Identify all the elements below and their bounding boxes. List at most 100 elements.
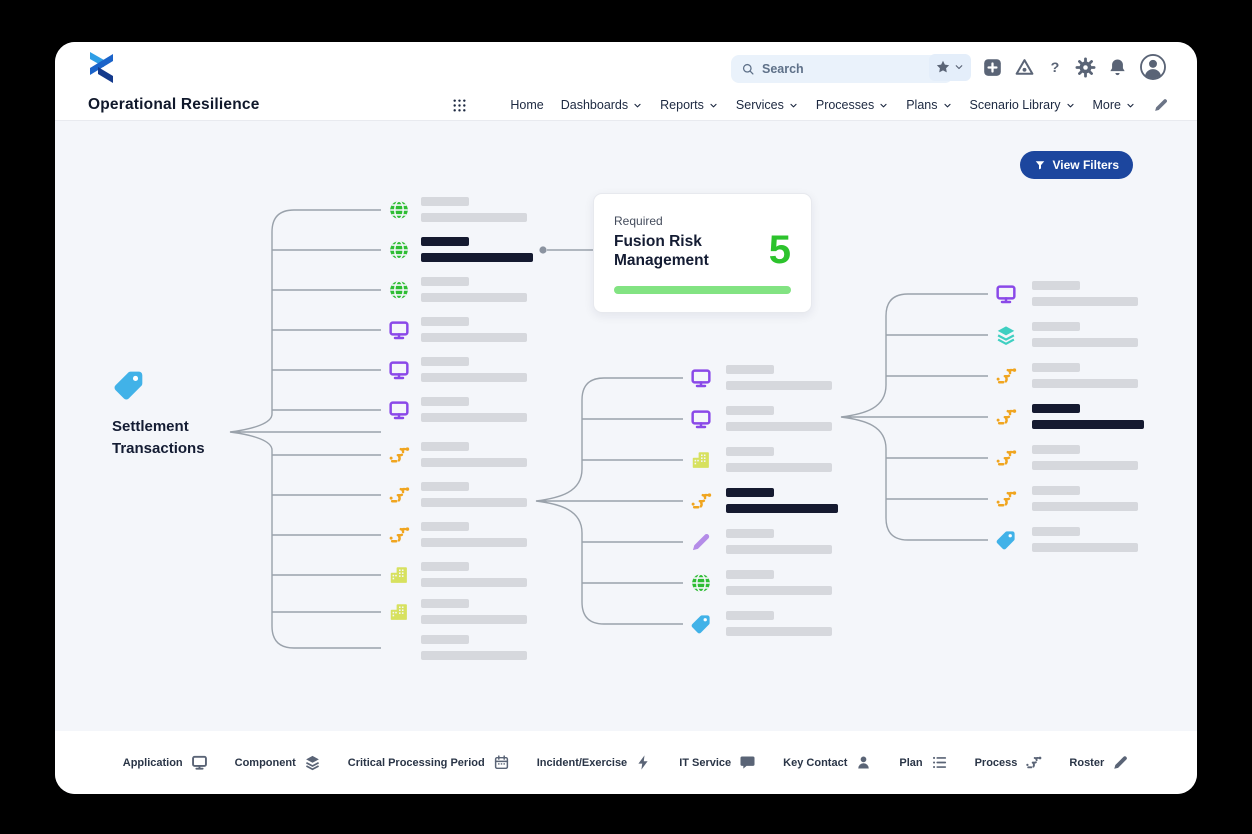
nav-item-plans[interactable]: Plans xyxy=(906,98,952,112)
node-label-bar-selected[interactable] xyxy=(1032,403,1080,413)
application-icon[interactable] xyxy=(388,359,410,381)
node-label-bar[interactable] xyxy=(421,276,469,286)
edit-nav-pencil-icon[interactable] xyxy=(1153,97,1169,113)
node-label-bar[interactable] xyxy=(1032,485,1080,495)
help-icon[interactable]: ? xyxy=(1046,58,1064,76)
node-label-bar[interactable] xyxy=(726,627,832,636)
node-label-bar[interactable] xyxy=(1032,444,1080,454)
node-label-bar[interactable] xyxy=(421,396,469,406)
node-label-bar[interactable] xyxy=(1032,280,1080,290)
web-icon[interactable] xyxy=(388,239,410,261)
nav-item-processes[interactable]: Processes xyxy=(816,98,889,112)
node-label-bar[interactable] xyxy=(1032,379,1138,388)
application-icon[interactable] xyxy=(388,399,410,421)
node-label-bar[interactable] xyxy=(421,293,527,302)
node-label-bar[interactable] xyxy=(421,196,469,206)
node-label-bar[interactable] xyxy=(1032,543,1138,552)
node-label-bar[interactable] xyxy=(421,615,527,624)
nav-item-home[interactable]: Home xyxy=(510,98,544,112)
building-icon[interactable] xyxy=(388,564,410,586)
user-avatar-icon[interactable] xyxy=(1139,53,1167,81)
node-label-bar-selected[interactable] xyxy=(726,504,838,513)
legend-item-process[interactable]: Process xyxy=(975,754,1043,771)
node-label-bar[interactable] xyxy=(421,333,527,342)
building-icon[interactable] xyxy=(388,601,410,623)
node-label-bar[interactable] xyxy=(421,561,469,571)
node-label-bar[interactable] xyxy=(1032,297,1138,306)
nav-item-reports[interactable]: Reports xyxy=(660,98,719,112)
legend-item-component[interactable]: Component xyxy=(235,754,321,771)
view-filters-button[interactable]: View Filters xyxy=(1019,151,1133,179)
node-label-bar[interactable] xyxy=(726,545,832,554)
legend-item-key-contact[interactable]: Key Contact xyxy=(783,754,872,771)
web-icon[interactable] xyxy=(388,279,410,301)
node-label-bar[interactable] xyxy=(726,569,774,579)
application-icon[interactable] xyxy=(388,319,410,341)
application-icon[interactable] xyxy=(690,367,712,389)
process-icon[interactable] xyxy=(995,365,1017,387)
root-node-settlement-transactions[interactable]: Settlement Transactions xyxy=(112,368,242,460)
node-label-bar[interactable] xyxy=(421,598,469,608)
web-icon[interactable] xyxy=(690,572,712,594)
node-label-bar[interactable] xyxy=(421,356,469,366)
node-label-bar[interactable] xyxy=(421,373,527,382)
node-label-bar[interactable] xyxy=(421,634,469,644)
legend-item-plan[interactable]: Plan xyxy=(899,754,947,771)
node-label-bar[interactable] xyxy=(421,498,527,507)
node-label-bar[interactable] xyxy=(421,441,469,451)
node-label-bar-selected[interactable] xyxy=(421,253,533,262)
add-icon[interactable] xyxy=(982,57,1003,78)
node-label-bar[interactable] xyxy=(726,364,774,374)
node-label-bar[interactable] xyxy=(1032,338,1138,347)
nav-item-more[interactable]: More xyxy=(1093,98,1136,112)
process-icon[interactable] xyxy=(690,490,712,512)
node-label-bar[interactable] xyxy=(726,405,774,415)
favorites-control[interactable] xyxy=(929,53,971,81)
node-label-bar[interactable] xyxy=(421,458,527,467)
node-label-bar[interactable] xyxy=(421,521,469,531)
process-icon[interactable] xyxy=(388,444,410,466)
node-label-bar[interactable] xyxy=(726,610,774,620)
legend-item-application[interactable]: Application xyxy=(123,754,208,771)
process-icon[interactable] xyxy=(995,406,1017,428)
application-icon[interactable] xyxy=(995,283,1017,305)
node-label-bar[interactable] xyxy=(421,651,527,660)
node-label-bar[interactable] xyxy=(726,586,832,595)
app-launcher-icon[interactable] xyxy=(451,97,468,114)
notifications-bell-icon[interactable] xyxy=(1107,57,1128,78)
node-label-bar[interactable] xyxy=(421,213,527,222)
process-icon[interactable] xyxy=(995,447,1017,469)
guidance-icon[interactable] xyxy=(1014,57,1035,78)
node-label-bar[interactable] xyxy=(421,481,469,491)
node-label-bar[interactable] xyxy=(1032,526,1080,536)
building-icon[interactable] xyxy=(690,449,712,471)
node-label-bar[interactable] xyxy=(726,422,832,431)
legend-item-incident-exercise[interactable]: Incident/Exercise xyxy=(537,754,653,771)
tag-icon[interactable] xyxy=(995,529,1017,551)
node-label-bar[interactable] xyxy=(726,463,832,472)
node-label-bar-selected[interactable] xyxy=(726,487,774,497)
node-label-bar[interactable] xyxy=(1032,321,1080,331)
node-label-bar[interactable] xyxy=(726,528,774,538)
node-label-bar[interactable] xyxy=(1032,461,1138,470)
node-label-bar[interactable] xyxy=(421,316,469,326)
component-icon[interactable] xyxy=(995,324,1017,346)
node-label-bar[interactable] xyxy=(726,446,774,456)
node-label-bar[interactable] xyxy=(1032,362,1080,372)
web-icon[interactable] xyxy=(388,199,410,221)
nav-item-scenario-library[interactable]: Scenario Library xyxy=(970,98,1076,112)
node-label-bar-selected[interactable] xyxy=(421,236,469,246)
nav-item-dashboards[interactable]: Dashboards xyxy=(561,98,643,112)
roster-icon[interactable] xyxy=(690,531,712,553)
node-label-bar-selected[interactable] xyxy=(1032,420,1144,429)
application-icon[interactable] xyxy=(690,408,712,430)
process-icon[interactable] xyxy=(388,524,410,546)
nav-item-services[interactable]: Services xyxy=(736,98,799,112)
node-label-bar[interactable] xyxy=(726,381,832,390)
global-search-input[interactable]: Search xyxy=(731,55,953,83)
legend-item-critical-processing-period[interactable]: Critical Processing Period xyxy=(348,754,510,771)
setup-gear-icon[interactable] xyxy=(1075,57,1096,78)
legend-item-roster[interactable]: Roster xyxy=(1069,754,1129,771)
node-label-bar[interactable] xyxy=(421,413,527,422)
legend-item-it-service[interactable]: IT Service xyxy=(679,754,756,771)
